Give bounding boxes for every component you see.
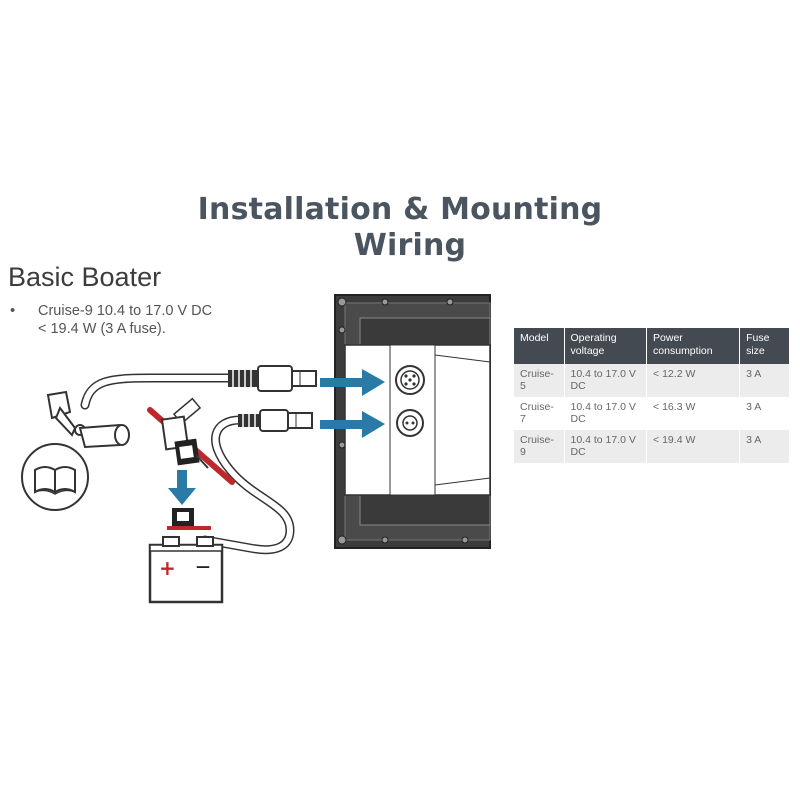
header-power-consumption: Power consumption: [646, 328, 741, 364]
table-row: Cruise-7 10.4 to 17.0 V DC < 16.3 W 3 A: [514, 397, 790, 430]
spec-bullet: • Cruise-9 10.4 to 17.0 V DC < 19.4 W (3…: [10, 302, 220, 338]
cell-power: < 16.3 W: [646, 397, 741, 430]
header-operating-voltage: Operating voltage: [564, 328, 648, 364]
header-model: Model: [514, 328, 565, 364]
book-icon: [21, 443, 89, 511]
section-heading: Basic Boater: [8, 262, 162, 292]
cell-model: Cruise-7: [514, 397, 565, 430]
bullet-marker: •: [10, 303, 16, 319]
cell-voltage: 10.4 to 17.0 V DC: [564, 397, 648, 430]
cell-power: < 12.2 W: [646, 364, 741, 397]
table-header-row: Model Operating voltage Power consumptio…: [514, 328, 790, 364]
transducer-icon: [46, 390, 130, 449]
battery-plus: +: [159, 556, 176, 580]
table-row: Cruise-9 10.4 to 17.0 V DC < 19.4 W 3 A: [514, 430, 790, 463]
bullet-text: Cruise-9 10.4 to 17.0 V DC < 19.4 W (3 A…: [38, 303, 213, 337]
cell-model: Cruise-9: [514, 430, 565, 463]
header-fuse-size: Fuse size: [739, 328, 790, 364]
power-connector: [238, 409, 313, 432]
cell-voltage: 10.4 to 17.0 V DC: [564, 430, 648, 463]
cell-fuse: 3 A: [739, 397, 790, 430]
fuse-holder-icon: [160, 397, 209, 469]
arrow-down-icon: [168, 470, 196, 505]
battery-minus: —: [196, 559, 210, 575]
cell-fuse: 3 A: [739, 364, 790, 397]
transducer-connector: [228, 365, 317, 392]
cell-power: < 19.4 W: [646, 430, 741, 463]
title-line-1: Installation & Mounting: [197, 192, 603, 227]
table-row: Cruise-5 10.4 to 17.0 V DC < 12.2 W 3 A: [514, 364, 790, 397]
wiring-diagram: + —: [21, 294, 491, 604]
arrow-right-icon: [320, 411, 385, 438]
cell-voltage: 10.4 to 17.0 V DC: [564, 364, 648, 397]
cell-model: Cruise-5: [514, 364, 565, 397]
page-title: Installation & Mounting Wiring: [0, 192, 800, 264]
spec-table: Model Operating voltage Power consumptio…: [514, 328, 790, 463]
title-line-2: Wiring: [353, 228, 467, 263]
battery-icon: + —: [148, 508, 224, 604]
cell-fuse: 3 A: [739, 430, 790, 463]
arrow-right-icon: [320, 369, 385, 396]
